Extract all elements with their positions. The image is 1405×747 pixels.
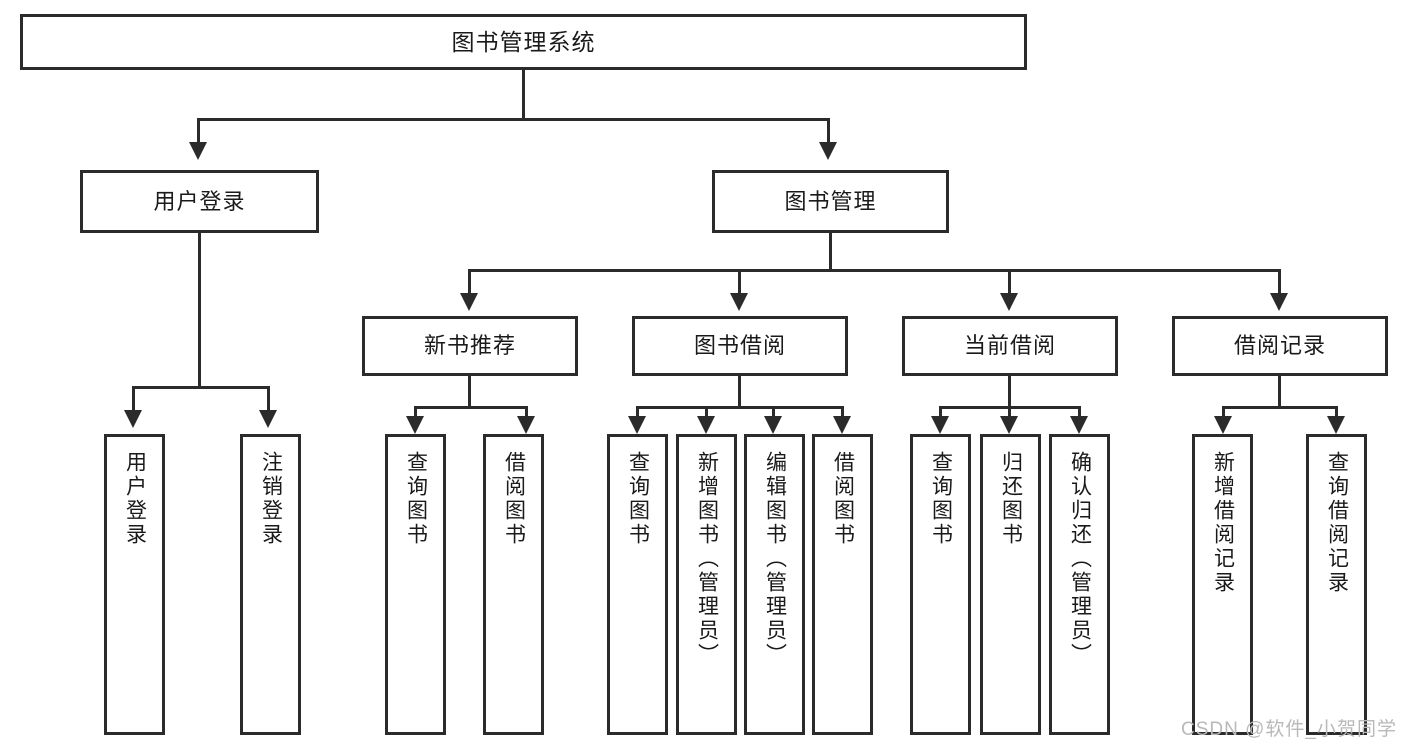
edge-bb-to-leaf-4	[841, 406, 844, 420]
node-label: 编辑图书（管理员）	[763, 451, 787, 667]
edge-bm-to-current-borrow	[1008, 269, 1011, 295]
edge-root-stem	[522, 70, 525, 118]
edge-user-login-to-leaf-1	[132, 386, 135, 412]
node-leaf-query-book-borrow[interactable]: 查询图书	[607, 434, 668, 735]
node-leaf-edit-book[interactable]: 编辑图书（管理员）	[744, 434, 805, 735]
edge-bm-to-new-book	[468, 269, 471, 295]
node-label: 新书推荐	[423, 333, 516, 359]
node-leaf-confirm-return[interactable]: 确认归还（管理员）	[1049, 434, 1110, 735]
arrow-to-leaf-logout-login	[259, 410, 277, 428]
edge-cb-to-leaf-3	[1078, 406, 1081, 420]
arrow-to-new-book-recommend	[460, 293, 478, 311]
node-leaf-query-book-current[interactable]: 查询图书	[910, 434, 971, 735]
edge-user-login-stem	[198, 233, 201, 386]
edge-new-book-stem	[468, 376, 471, 406]
node-label: 查询图书	[929, 451, 953, 547]
node-root-book-management-system[interactable]: 图书管理系统	[20, 14, 1027, 70]
node-leaf-add-borrow-record[interactable]: 新增借阅记录	[1192, 434, 1253, 735]
edge-bb-to-leaf-2	[705, 406, 708, 420]
node-label: 查询图书	[404, 451, 428, 547]
node-user-login[interactable]: 用户登录	[80, 170, 319, 233]
node-label: 注销登录	[259, 451, 283, 547]
edge-bm-to-book-borrow	[738, 269, 741, 295]
arrow-to-current-borrow	[1000, 293, 1018, 311]
node-current-borrow[interactable]: 当前借阅	[902, 316, 1118, 376]
node-leaf-return-book[interactable]: 归还图书	[980, 434, 1041, 735]
node-label: 用户登录	[123, 451, 147, 547]
edge-book-borrow-stem	[738, 376, 741, 406]
edge-br-to-leaf-1	[1222, 406, 1225, 420]
node-leaf-user-login[interactable]: 用户登录	[104, 434, 165, 735]
edge-cb-to-leaf-1	[939, 406, 942, 420]
node-label: 新增图书（管理员）	[695, 451, 719, 667]
edge-br-to-leaf-2	[1335, 406, 1338, 420]
node-leaf-query-book-new-book[interactable]: 查询图书	[385, 434, 446, 735]
edge-book-borrow-bus	[636, 406, 844, 409]
edge-root-bus	[197, 118, 829, 121]
edge-bb-to-leaf-1	[636, 406, 639, 420]
edge-root-to-book-management	[827, 118, 830, 144]
node-label: 当前借阅	[963, 333, 1056, 359]
edge-root-to-user-login	[197, 118, 200, 144]
node-label: 借阅图书	[502, 451, 526, 547]
csdn-watermark: CSDN @软件_小贺同学	[1181, 719, 1397, 740]
edge-bb-to-leaf-3	[772, 406, 775, 420]
arrow-to-leaf-borrow-book-1	[517, 416, 535, 434]
node-book-borrow[interactable]: 图书借阅	[632, 316, 848, 376]
arrow-to-leaf-borrow-book-2	[833, 416, 851, 434]
node-leaf-borrow-book[interactable]: 借阅图书	[812, 434, 873, 735]
node-book-management[interactable]: 图书管理	[712, 170, 949, 233]
edge-book-management-stem	[829, 233, 832, 269]
node-new-book-recommend[interactable]: 新书推荐	[362, 316, 578, 376]
arrow-to-leaf-query-book-3	[931, 416, 949, 434]
arrow-to-leaf-user-login	[124, 410, 142, 428]
edge-new-book-to-leaf-2	[525, 406, 528, 420]
arrow-to-leaf-confirm-return	[1070, 416, 1088, 434]
edge-new-book-to-leaf-1	[414, 406, 417, 420]
node-borrow-record[interactable]: 借阅记录	[1172, 316, 1388, 376]
arrow-to-leaf-return-book	[1000, 416, 1018, 434]
edge-bm-to-borrow-record	[1278, 269, 1281, 295]
node-label: 借阅图书	[831, 451, 855, 547]
node-label: 图书借阅	[693, 333, 786, 359]
edge-borrow-record-stem	[1278, 376, 1281, 406]
arrow-to-leaf-add-book	[697, 416, 715, 434]
edge-borrow-record-bus	[1222, 406, 1338, 409]
node-label: 新增借阅记录	[1211, 451, 1235, 595]
node-leaf-query-borrow-record[interactable]: 查询借阅记录	[1306, 434, 1367, 735]
node-label: 图书管理	[784, 188, 877, 214]
node-label: 用户登录	[153, 188, 246, 214]
node-label: 图书管理系统	[451, 28, 596, 55]
node-label: 归还图书	[999, 451, 1023, 547]
edge-user-login-bus	[132, 386, 270, 389]
edge-cb-to-leaf-2	[1008, 406, 1011, 420]
node-leaf-logout-login[interactable]: 注销登录	[240, 434, 301, 735]
arrow-to-borrow-record	[1270, 293, 1288, 311]
node-label: 确认归还（管理员）	[1068, 451, 1092, 667]
arrow-to-leaf-query-book-2	[628, 416, 646, 434]
node-label: 查询图书	[626, 451, 650, 547]
arrow-to-user-login	[189, 142, 207, 160]
edge-current-borrow-stem	[1008, 376, 1011, 406]
arrow-to-book-borrow	[730, 293, 748, 311]
node-leaf-add-book[interactable]: 新增图书（管理员）	[676, 434, 737, 735]
edge-book-management-bus	[468, 269, 1280, 272]
arrow-to-leaf-query-book-1	[406, 416, 424, 434]
node-label: 查询借阅记录	[1325, 451, 1349, 595]
edge-new-book-bus	[414, 406, 528, 409]
arrow-to-leaf-add-record	[1214, 416, 1232, 434]
node-label: 借阅记录	[1233, 333, 1326, 359]
arrow-to-book-management	[819, 142, 837, 160]
arrow-to-leaf-edit-book	[764, 416, 782, 434]
node-leaf-borrow-book-new-book[interactable]: 借阅图书	[483, 434, 544, 735]
arrow-to-leaf-query-record	[1327, 416, 1345, 434]
edge-user-login-to-leaf-2	[267, 386, 270, 412]
